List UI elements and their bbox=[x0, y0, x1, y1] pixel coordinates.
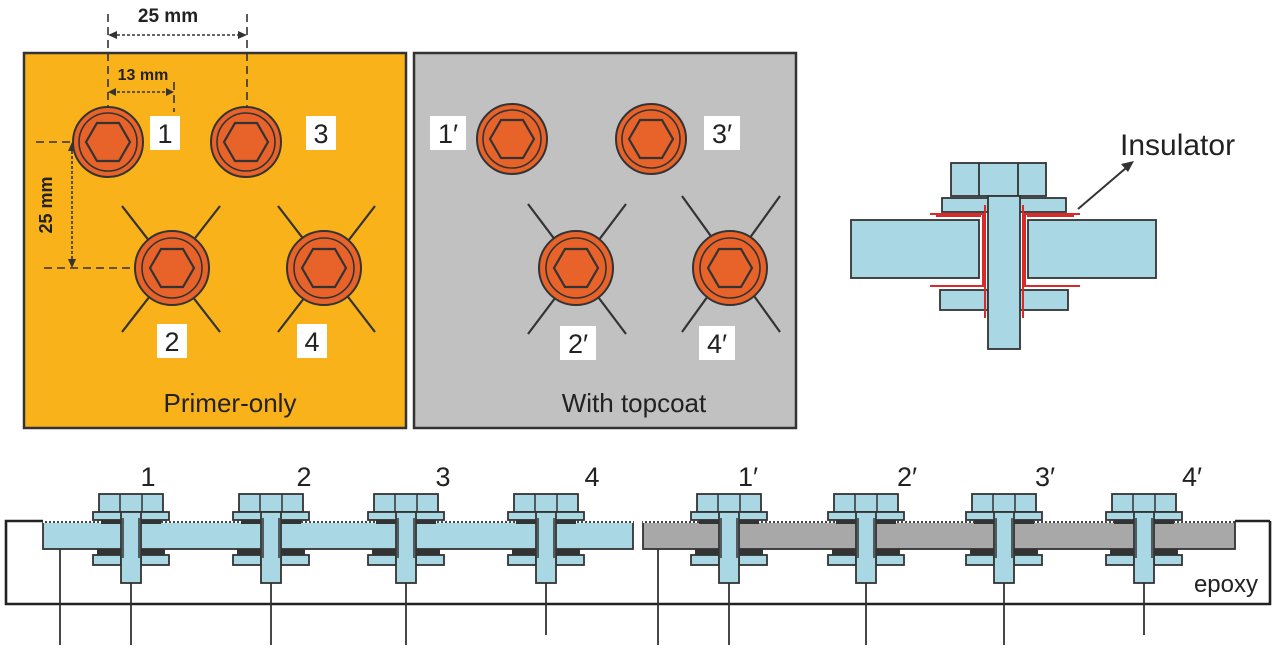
arrowhead-icon bbox=[1121, 161, 1134, 172]
section-bolt-4-prime bbox=[1105, 493, 1183, 584]
label-box bbox=[560, 326, 596, 360]
dim-arrowhead bbox=[166, 88, 174, 96]
dim-arrowhead bbox=[108, 31, 117, 39]
hex-head-icon bbox=[488, 118, 536, 160]
topcoat-panel-caption: With topcoat bbox=[562, 388, 707, 418]
hex-head-icon bbox=[552, 247, 600, 289]
bolt-3-prime bbox=[615, 103, 687, 175]
hex-head-icon bbox=[300, 247, 348, 289]
insulator-label: Insulator bbox=[1120, 129, 1235, 162]
bolt-label-4-prime: 4′ bbox=[707, 329, 727, 359]
section-label-4-prime: 4′ bbox=[1182, 462, 1202, 492]
bolt-1-prime bbox=[476, 103, 548, 175]
section-bolt-1-prime bbox=[690, 493, 768, 584]
dim-25mm-horizontal-label: 25 mm bbox=[138, 6, 198, 27]
section-bolt-2-prime bbox=[827, 493, 905, 584]
dim-arrowhead bbox=[108, 88, 116, 96]
bolt-shank bbox=[987, 195, 1021, 350]
dim-arrowhead bbox=[68, 259, 76, 268]
bolt-label-1: 1 bbox=[157, 119, 172, 149]
label-box bbox=[306, 116, 336, 150]
section-bolt-3-prime bbox=[965, 493, 1043, 584]
section-label-2-prime: 2′ bbox=[897, 462, 917, 492]
hex-head-icon bbox=[627, 118, 675, 160]
section-label-1: 1 bbox=[140, 462, 155, 492]
plate-left bbox=[850, 219, 980, 279]
bolt-label-1-prime: 1′ bbox=[438, 119, 458, 149]
label-box bbox=[150, 116, 180, 150]
bolt-insulator-detail: Insulator bbox=[850, 129, 1235, 350]
bolt-4-prime bbox=[692, 230, 768, 306]
lower-washer-left bbox=[939, 289, 989, 311]
primer-panel-caption: Primer-only bbox=[164, 388, 297, 418]
section-bolt-4 bbox=[507, 493, 585, 584]
epoxy-outline bbox=[4, 519, 1272, 606]
insulator-pointer bbox=[1077, 167, 1127, 210]
section-bolt-1 bbox=[92, 493, 170, 584]
dim-25mm-vertical-label: 25 mm bbox=[36, 176, 56, 233]
bolt-2 bbox=[134, 230, 210, 306]
topcoat-panel: 1′ 3′ 2′ 4′ With topcoat bbox=[412, 51, 798, 430]
hex-head-icon bbox=[148, 247, 196, 289]
hex-head-icon bbox=[706, 247, 754, 289]
plate-right bbox=[1027, 219, 1157, 279]
hex-head-icon bbox=[84, 121, 132, 163]
insulator-sleeve bbox=[930, 205, 1080, 318]
dim-13mm-label: 13 mm bbox=[118, 67, 169, 84]
bolt-3 bbox=[210, 106, 282, 178]
bolt-2-prime bbox=[538, 230, 614, 306]
cross-section: epoxy bbox=[4, 462, 1272, 645]
dim-arrowhead bbox=[238, 31, 247, 39]
section-label-2: 2 bbox=[296, 462, 311, 492]
bolt-label-3-prime: 3′ bbox=[712, 119, 732, 149]
section-label-4: 4 bbox=[584, 462, 599, 492]
bolt-label-2: 2 bbox=[164, 327, 179, 357]
bolt-label-4: 4 bbox=[304, 327, 319, 357]
label-box bbox=[157, 324, 187, 358]
bolt-label-3: 3 bbox=[313, 119, 328, 149]
bolt-head bbox=[950, 162, 1047, 197]
hex-head-icon bbox=[222, 121, 270, 163]
label-box bbox=[699, 326, 735, 360]
label-box bbox=[430, 116, 466, 150]
section-bolt-3 bbox=[367, 493, 445, 584]
label-box bbox=[297, 324, 327, 358]
section-label-3: 3 bbox=[435, 462, 450, 492]
bolt-4 bbox=[286, 230, 362, 306]
section-label-3-prime: 3′ bbox=[1035, 462, 1055, 492]
section-bolt-2 bbox=[232, 493, 310, 584]
bolt-1 bbox=[72, 106, 144, 178]
primer-only-panel: 25 mm 13 mm 25 mm bbox=[22, 6, 408, 430]
bolt-label-2-prime: 2′ bbox=[568, 329, 588, 359]
epoxy-label: epoxy bbox=[1194, 571, 1258, 598]
label-box bbox=[704, 116, 740, 150]
section-label-1-prime: 1′ bbox=[738, 462, 758, 492]
lower-washer-right bbox=[1019, 289, 1069, 311]
